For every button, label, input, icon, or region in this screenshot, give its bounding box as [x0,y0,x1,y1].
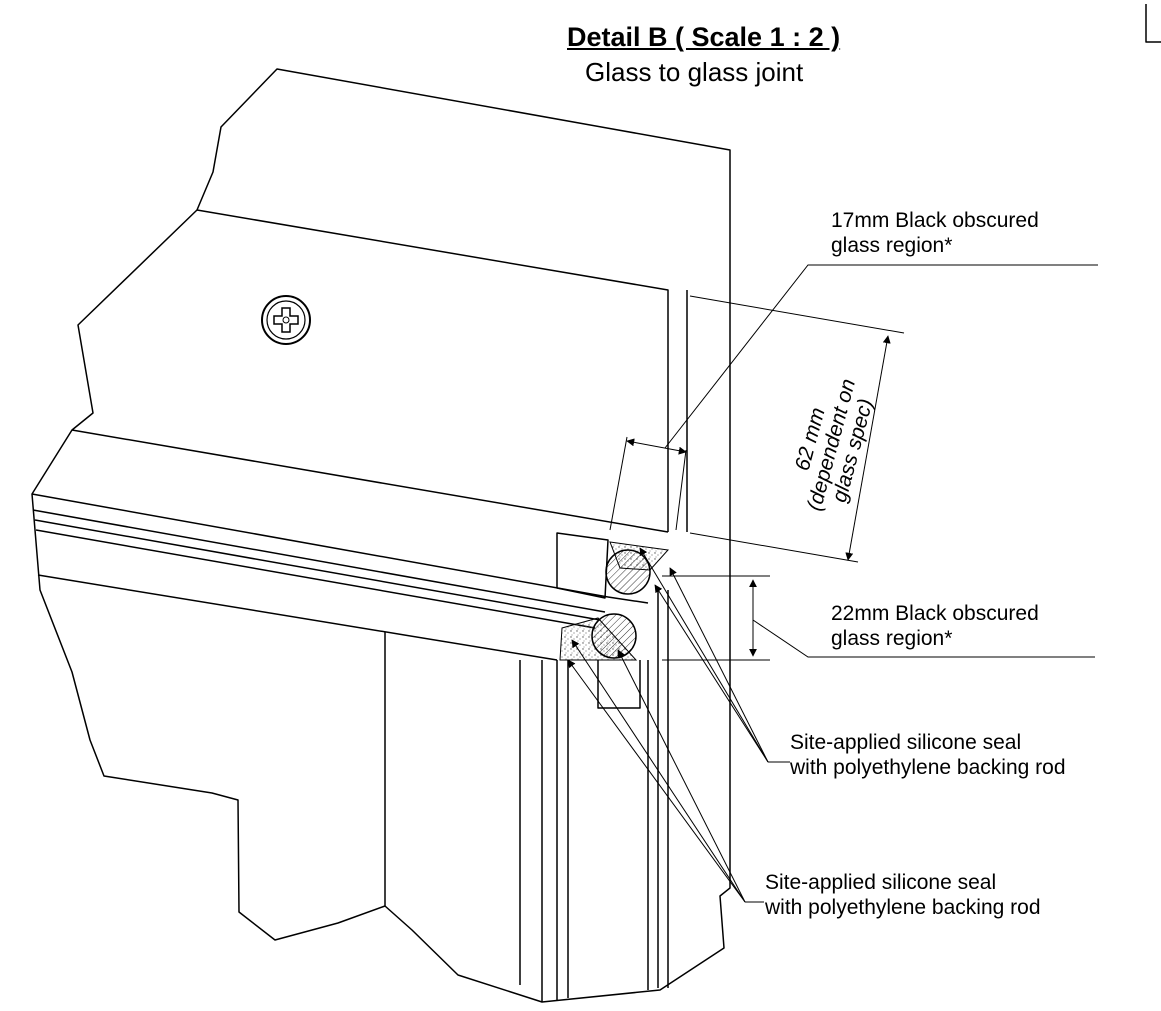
annotation-line: with polyethylene backing rod [790,756,1066,779]
annotation-line: 22mm Black obscured [831,602,1039,625]
annotation-line: Site-applied silicone seal [790,731,1022,754]
annotation-17mm: 17mm Black obscured glass region* [831,208,1039,258]
spacer-block [556,532,609,599]
frame-edge [37,574,558,661]
annotation-line: glass region* [831,627,953,650]
upper-glass-panel [31,68,731,1003]
glazing-channel [597,660,641,709]
panel-edge [71,429,669,533]
leader-seal-upper [639,547,790,763]
backing-rod-lower [591,613,637,659]
annotation-line: 17mm Black obscured [831,209,1039,232]
annotation-22mm: 22mm Black obscured glass region* [831,601,1039,651]
panel-edge [196,209,669,532]
dimension-62mm [689,295,905,563]
frame-edge [34,519,601,621]
screw-icon [261,295,311,345]
leader-seal-lower [567,639,764,903]
frame-edge [31,493,609,598]
annotation-seal-lower: Site-applied silicone seal with polyethy… [765,870,1041,920]
annotation-seal-upper: Site-applied silicone seal with polyethy… [790,730,1066,780]
annotation-line: Site-applied silicone seal [765,871,997,894]
frame-edge [32,509,606,613]
sheet-corner-mark [1145,4,1161,43]
drawing-subtitle: Glass to glass joint [585,57,804,87]
channel-edge [607,596,649,604]
annotation-line: with polyethylene backing rod [765,896,1041,919]
dimension-17mm [609,264,1098,531]
annotation-line: glass region* [831,234,953,257]
backing-rod-upper [605,549,651,595]
drawing-title: Detail B ( Scale 1 : 2 ) [567,22,841,52]
frame-edge [35,529,596,629]
